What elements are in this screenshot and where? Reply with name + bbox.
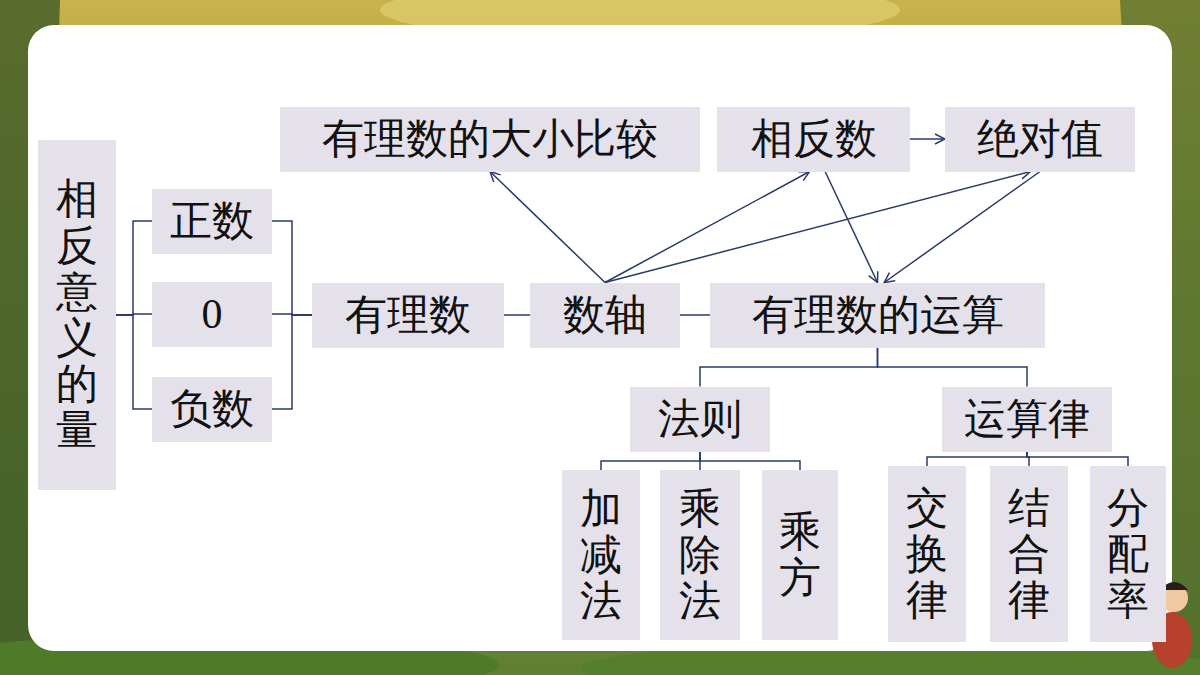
connector-line — [680, 314, 710, 316]
concept-box: 有理数的运算 — [710, 283, 1045, 348]
concept-box: 法则 — [630, 387, 770, 452]
vertical-box: 相反意义的量 — [38, 140, 116, 490]
node-label: 加减法 — [580, 486, 622, 625]
connector-line — [116, 221, 152, 315]
node-label: 0 — [202, 290, 223, 338]
white-panel — [28, 25, 1172, 651]
concept-box: 正数 — [152, 189, 272, 254]
connector-line — [272, 221, 312, 315]
connector-arrow — [910, 138, 945, 140]
connector-line — [878, 348, 1028, 387]
node-label: 乘方 — [779, 509, 821, 601]
concept-box: 运算律 — [942, 387, 1112, 452]
connector-line — [272, 315, 312, 409]
connector-arrow — [884, 172, 1040, 283]
connector-line — [700, 348, 878, 387]
vertical-box: 结合律 — [990, 466, 1068, 642]
node-label: 有理数的大小比较 — [322, 115, 658, 163]
node-label: 正数 — [170, 197, 254, 245]
concept-box: 有理数的大小比较 — [280, 107, 700, 172]
node-label: 绝对值 — [977, 115, 1103, 163]
node-label: 有理数的运算 — [752, 291, 1004, 339]
node-label: 交换律 — [906, 485, 948, 624]
vertical-box: 加减法 — [562, 470, 640, 640]
node-label: 相反数 — [751, 115, 877, 163]
node-label: 分配率 — [1107, 485, 1149, 624]
connector-line — [601, 452, 700, 471]
connector-line — [927, 452, 1027, 467]
concept-box: 0 — [152, 282, 272, 347]
connector-line — [1027, 452, 1128, 467]
vertical-box: 交换律 — [888, 466, 966, 642]
concept-box: 有理数 — [312, 283, 504, 348]
connector-line — [116, 315, 152, 409]
concept-box: 数轴 — [530, 283, 680, 348]
connector-arrow — [490, 172, 605, 283]
node-label: 数轴 — [563, 291, 647, 339]
connector-line — [700, 452, 800, 471]
concept-box: 相反数 — [717, 107, 910, 172]
concept-box: 负数 — [152, 377, 272, 442]
node-label: 法则 — [658, 395, 742, 443]
node-label: 相反意义的量 — [56, 176, 98, 453]
node-label: 结合律 — [1008, 485, 1050, 624]
node-label: 有理数 — [345, 291, 471, 339]
node-label: 乘除法 — [679, 486, 721, 625]
connector-arrow — [605, 172, 1031, 283]
node-label: 运算律 — [964, 395, 1090, 443]
node-label: 负数 — [170, 385, 254, 433]
concept-box: 绝对值 — [945, 107, 1135, 172]
vertical-box: 乘除法 — [660, 470, 740, 640]
connector-arrow — [825, 172, 877, 283]
vertical-box: 乘方 — [762, 470, 838, 640]
connector-arrow — [605, 172, 810, 283]
vertical-box: 分配率 — [1090, 466, 1166, 642]
connector-line — [504, 314, 530, 316]
